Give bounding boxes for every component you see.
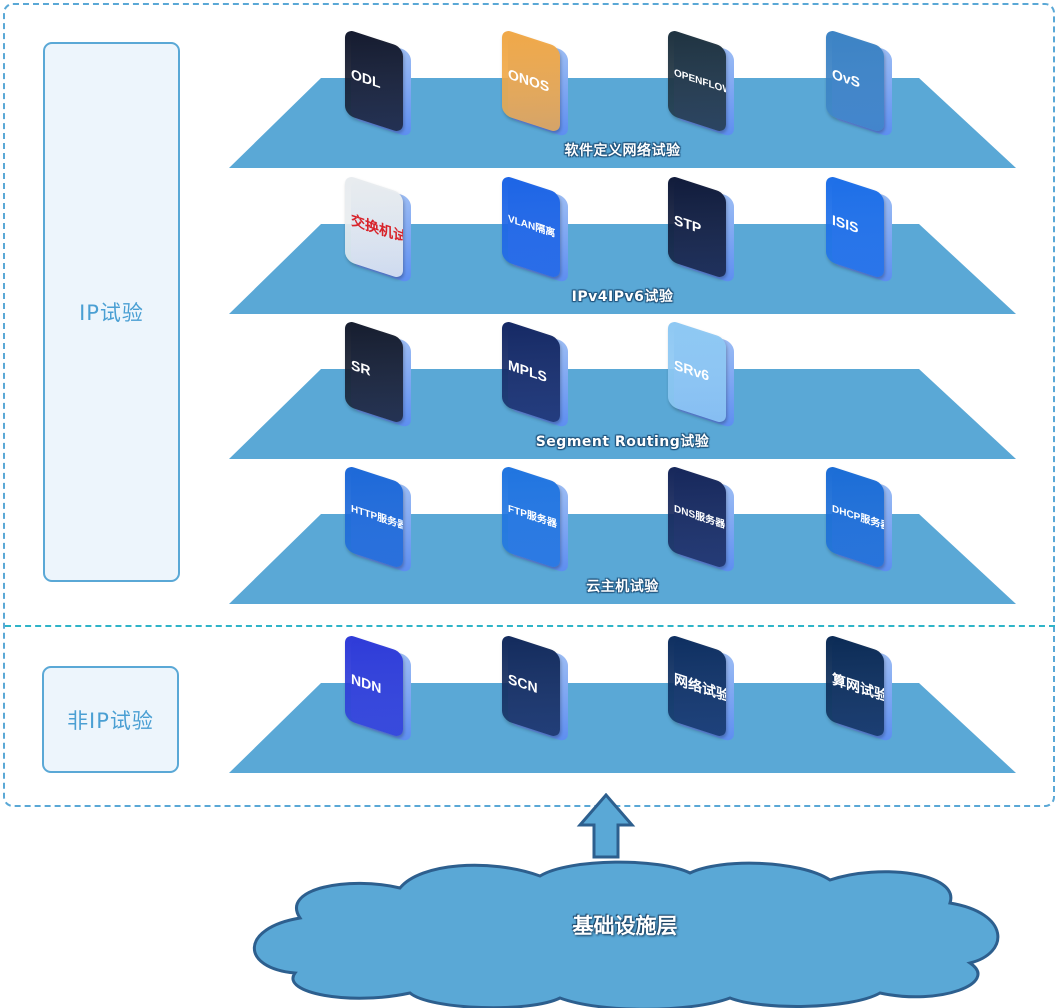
experiment-card[interactable]: DNS服务器 (668, 464, 734, 574)
experiment-card[interactable]: MPLS (502, 319, 568, 429)
card-label: ISIS (832, 211, 859, 236)
card-face: SCN (502, 633, 560, 739)
card-label: DNS服务器 (674, 503, 726, 531)
layer-title: 云主机试验 (586, 579, 659, 595)
experiment-card[interactable]: OvS (826, 28, 892, 138)
card-face: DNS服务器 (668, 464, 726, 570)
experiment-layer: 云主机试验 (229, 514, 1016, 604)
card-face: 网络试验 (668, 633, 726, 739)
card-label: SR (351, 356, 371, 379)
card-face: OPENFLOW (668, 28, 726, 134)
ip-nonip-divider (5, 625, 1055, 627)
experiment-card[interactable]: ODL (345, 28, 411, 138)
card-label: STP (674, 211, 702, 237)
experiment-card[interactable]: 交换机试验 (345, 174, 411, 284)
card-face: STP (668, 174, 726, 280)
card-face: VLAN隔离 (502, 174, 560, 280)
card-face: MPLS (502, 319, 560, 425)
card-face: ONOS (502, 28, 560, 134)
experiment-card[interactable]: 算网试验 (826, 633, 892, 743)
experiment-card[interactable]: OPENFLOW (668, 28, 734, 138)
card-face: OvS (826, 28, 884, 134)
card-label: NDN (351, 670, 382, 697)
experiment-card[interactable]: VLAN隔离 (502, 174, 568, 284)
layer-title: Segment Routing试验 (535, 434, 710, 450)
experiment-layer: IPv4IPv6试验 (229, 224, 1016, 314)
card-face: SRv6 (668, 319, 726, 425)
non-ip-experiments-label: 非IP试验 (42, 666, 179, 773)
up-arrow-icon (576, 793, 636, 859)
layer-plane (229, 514, 1016, 604)
layer-plane (229, 369, 1016, 459)
card-face: ODL (345, 28, 403, 134)
card-label: SRv6 (674, 356, 710, 384)
layer-title: IPv4IPv6试验 (571, 289, 674, 305)
card-label: 网络试验 (674, 670, 726, 705)
experiment-card[interactable]: ISIS (826, 174, 892, 284)
card-label: SCN (508, 670, 538, 696)
experiment-card[interactable]: FTP服务器 (502, 464, 568, 574)
experiment-layer: 软件定义网络试验 (229, 78, 1016, 168)
experiment-card[interactable]: STP (668, 174, 734, 284)
layer-plane (229, 683, 1016, 773)
layer-plane (229, 78, 1016, 168)
card-label: HTTP服务器 (351, 503, 403, 533)
card-label: VLAN隔离 (508, 213, 556, 240)
card-label: FTP服务器 (508, 503, 557, 531)
card-face: ISIS (826, 174, 884, 280)
card-face: FTP服务器 (502, 464, 560, 570)
experiment-layer (229, 683, 1016, 773)
layer-plane (229, 224, 1016, 314)
card-label: MPLS (508, 356, 547, 385)
card-label: ONOS (508, 65, 550, 95)
experiment-card[interactable]: 网络试验 (668, 633, 734, 743)
experiment-card[interactable]: SRv6 (668, 319, 734, 429)
experiment-card[interactable]: ONOS (502, 28, 568, 138)
card-face: NDN (345, 633, 403, 739)
experiment-card[interactable]: DHCP服务器 (826, 464, 892, 574)
experiment-card[interactable]: NDN (345, 633, 411, 743)
card-face: 交换机试验 (345, 174, 403, 280)
card-face: SR (345, 319, 403, 425)
card-face: HTTP服务器 (345, 464, 403, 570)
card-label: OPENFLOW (674, 67, 726, 98)
card-label: 交换机试验 (351, 211, 403, 250)
card-face: 算网试验 (826, 633, 884, 739)
ip-experiments-label-text: IP试验 (79, 301, 144, 325)
experiment-card[interactable]: SCN (502, 633, 568, 743)
non-ip-experiments-label-text: 非IP试验 (67, 708, 154, 733)
experiment-card[interactable]: SR (345, 319, 411, 429)
card-label: OvS (832, 65, 861, 91)
ip-experiments-label: IP试验 (43, 42, 180, 582)
infrastructure-cloud (252, 860, 1000, 1008)
card-face: DHCP服务器 (826, 464, 884, 570)
experiment-area-frame (3, 3, 1055, 807)
card-label: ODL (351, 65, 381, 91)
experiment-layer: Segment Routing试验 (229, 369, 1016, 459)
card-label: 算网试验 (832, 670, 884, 705)
experiment-card[interactable]: HTTP服务器 (345, 464, 411, 574)
card-label: DHCP服务器 (832, 503, 884, 534)
infrastructure-layer-title: 基础设施层 (572, 914, 678, 938)
layer-title: 软件定义网络试验 (564, 143, 681, 159)
